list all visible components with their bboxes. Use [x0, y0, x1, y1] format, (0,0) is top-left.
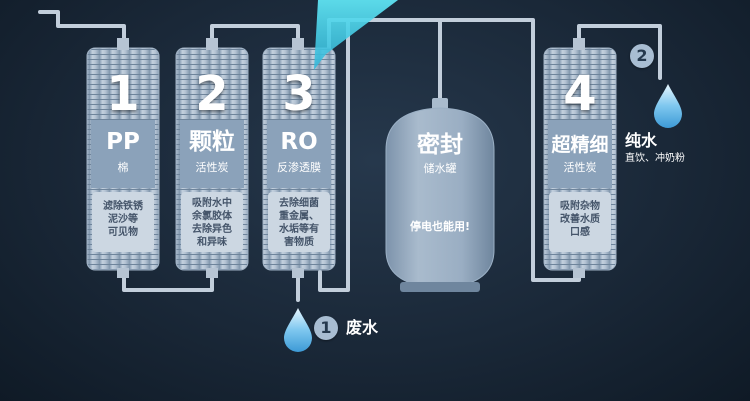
storage-tank	[385, 98, 495, 292]
filter-3-desc-line-3: 水垢等有	[279, 224, 319, 235]
filter-4-subtitle: 活性炭	[563, 161, 597, 174]
filter-2-name: 颗粒	[189, 129, 235, 155]
filter-1-subtitle: 棉	[117, 161, 129, 174]
pipe-1-to-2	[122, 270, 214, 292]
waste-water-badge: 1	[314, 316, 338, 340]
filter-4-number: 4	[563, 66, 597, 122]
filter-3-subtitle: 反渗透膜	[277, 161, 321, 174]
filter-3-desc-line-4: 害物质	[284, 237, 314, 248]
filter-3-name: RO	[280, 129, 318, 155]
filter-4-desc-line-3: 口感	[570, 227, 590, 238]
pure-water-drop	[654, 84, 682, 128]
cartridge-4	[543, 38, 617, 278]
filter-1-desc-line-2: 泥沙等	[108, 214, 138, 225]
pipe-4-out	[577, 24, 662, 80]
inlet-pipe	[38, 10, 126, 44]
tank-name: 密封	[417, 132, 463, 158]
filter-3-desc-line-1: 去除细菌	[279, 198, 319, 209]
filter-3-desc-line-2: 重金属、	[279, 211, 319, 222]
filter-1-desc-line-1: 滤除铁锈	[103, 201, 143, 212]
cartridge-1	[86, 38, 160, 278]
filter-4-desc-line-1: 吸附杂物	[560, 201, 600, 212]
filter-2-desc-line-1: 吸附水中	[192, 198, 232, 209]
pipe-3-return	[318, 20, 350, 292]
waste-water-label: 废水	[346, 318, 379, 337]
filter-4-name: 超精细	[551, 134, 609, 156]
tank-subtitle: 储水罐	[423, 162, 457, 175]
filter-2-desc-line-4: 和异味	[197, 237, 227, 248]
filter-1-name: PP	[106, 129, 140, 155]
pure-water-detail: 直饮、冲奶粉	[625, 153, 685, 164]
pure-water-badge: 2	[630, 44, 654, 68]
cartridge-2	[175, 38, 249, 278]
filter-1-desc-line-3: 可见物	[108, 227, 138, 238]
pipe-2-to-3	[210, 24, 300, 44]
tank-note: 停电也能用!	[409, 220, 471, 233]
filter-4-desc-line-2: 改善水质	[560, 214, 600, 225]
pure-water-label: 纯水	[625, 131, 658, 150]
filter-2-desc-line-2: 余氯胶体	[192, 211, 232, 222]
filter-2-desc-line-3: 去除异色	[192, 224, 232, 235]
filter-3-number: 3	[282, 66, 316, 122]
filter-1-number: 1	[106, 66, 140, 122]
filter-2-number: 2	[195, 66, 229, 122]
waste-water-drop	[284, 308, 312, 352]
highlight-beam	[314, 0, 398, 70]
filter-2-subtitle: 活性炭	[195, 161, 229, 174]
cartridge-3	[262, 38, 336, 278]
